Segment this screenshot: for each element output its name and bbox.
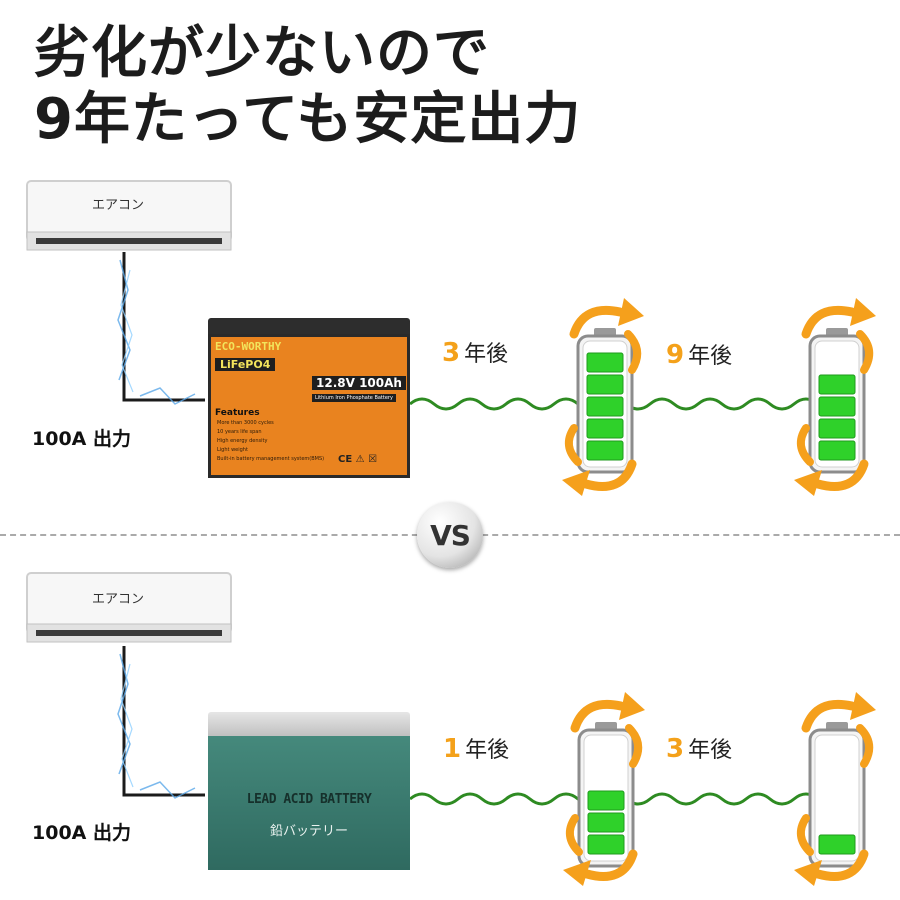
battery-cell-icon-lfp-1 (576, 328, 634, 474)
charge-bar (586, 440, 624, 461)
battery-feature: Built-in battery management system(BMS) (217, 456, 325, 462)
air-conditioner-label-top: エアコン (92, 198, 145, 213)
period-suffix: 年後 (464, 342, 509, 367)
charge-bar (586, 352, 624, 373)
charge-bar (587, 812, 625, 833)
battery-cell-icon-lead-2 (808, 722, 866, 868)
charge-bar (818, 418, 856, 439)
rotation-arrows-icon (563, 692, 645, 886)
air-conditioner-top (26, 180, 232, 251)
battery-cell-icon-lead-1 (577, 722, 635, 868)
charge-bar (586, 396, 624, 417)
headline-line-1: 劣化が少ないので (34, 21, 490, 86)
power-cable-top (117, 252, 205, 405)
battery-features-title: Features (215, 408, 260, 418)
air-conditioner-bottom (26, 572, 232, 643)
period-suffix: 年後 (465, 738, 510, 763)
battery-cell-icon-lfp-2 (808, 328, 866, 474)
battery-chemistry: LiFePO4 (215, 358, 276, 371)
charge-bar (818, 440, 856, 461)
rotation-arrows-icon (794, 692, 876, 886)
charge-bar (818, 396, 856, 417)
period-years: 3 (442, 338, 461, 368)
battery-feature: 10 years life span (217, 429, 262, 435)
period-years: 9 (666, 340, 685, 370)
charge-bar (587, 790, 625, 811)
charge-bar (818, 834, 856, 855)
period-suffix: 年後 (688, 738, 733, 763)
rotation-arrows-icon (562, 298, 644, 496)
output-label-top: 100A 出力 (32, 428, 131, 450)
battery-feature: Light weight (217, 447, 248, 453)
headline-line-2: 9年たっても安定出力 (34, 87, 582, 152)
charge-bar (586, 418, 624, 439)
lead-battery-title: LEAD ACID BATTERY (246, 792, 372, 807)
battery-spec: 12.8V 100Ah (312, 376, 406, 390)
battery-feature: More than 3000 cycles (217, 420, 274, 426)
air-conditioner-label-bottom: エアコン (92, 592, 145, 607)
charge-bar (587, 834, 625, 855)
battery-feature: High energy density (217, 438, 268, 444)
lead-acid-battery: LEAD ACID BATTERY 鉛バッテリー (208, 712, 410, 870)
power-cable-bottom (117, 646, 205, 799)
vs-badge: VS (417, 502, 483, 568)
battery-subtitle: Lithium Iron Phosphate Battery (312, 394, 396, 402)
vs-label: VS (430, 518, 471, 552)
period-years: 1 (443, 734, 462, 764)
certification-marks: CE ⚠ ☒ (338, 454, 378, 465)
rotation-arrows-icon (794, 298, 876, 496)
charge-bar (586, 374, 624, 395)
output-label-bottom: 100A 出力 (32, 822, 131, 844)
period-suffix: 年後 (688, 344, 733, 369)
battery-brand: ECO-WORTHY (215, 340, 282, 353)
lifepo4-battery: ECO-WORTHY LiFePO4 12.8V 100Ah Lithium I… (208, 318, 410, 478)
charge-bar (818, 374, 856, 395)
period-years: 3 (666, 734, 685, 764)
lead-battery-jp-label: 鉛バッテリー (269, 824, 348, 839)
